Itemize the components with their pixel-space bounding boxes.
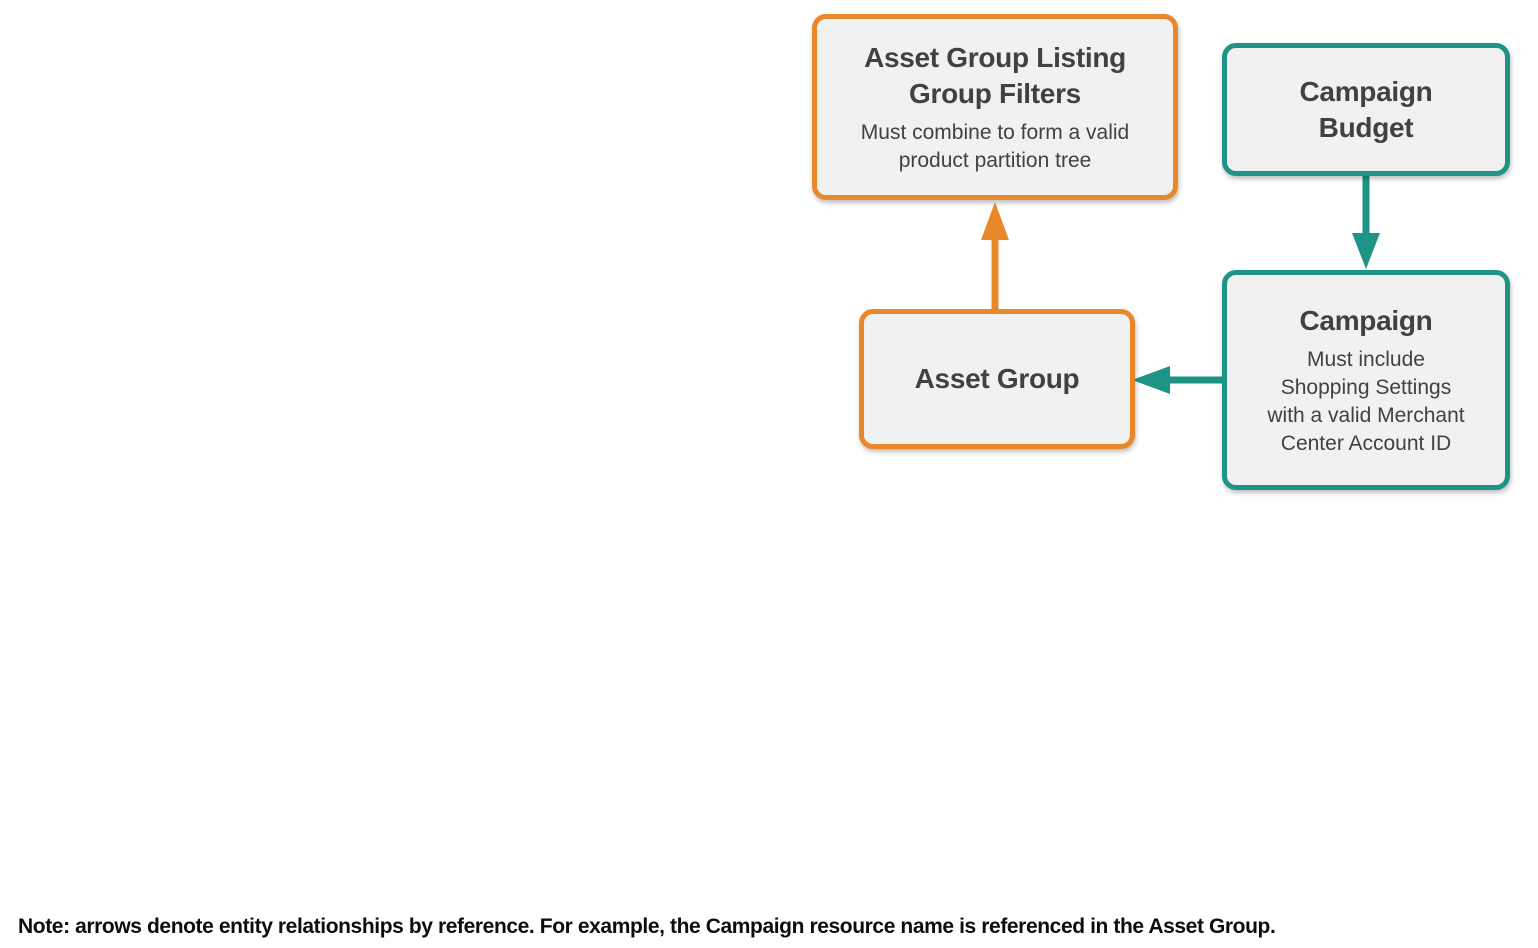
node-campaign-budget: Campaign Budget bbox=[1222, 43, 1510, 176]
arrow-campaign-budget-to-campaign bbox=[1352, 176, 1380, 269]
node-asset-group-listing-group-filters: Asset Group Listing Group Filters Must c… bbox=[812, 14, 1178, 200]
arrow-campaign-to-asset-group bbox=[1132, 366, 1222, 394]
node-title: Campaign Budget bbox=[1299, 75, 1433, 143]
node-title: Asset Group Listing Group Filters bbox=[864, 41, 1126, 109]
node-title: Campaign bbox=[1299, 304, 1433, 336]
node-subtitle: Must include Shopping Settings with a va… bbox=[1267, 347, 1465, 455]
footnote: Note: arrows denote entity relationships… bbox=[18, 915, 1276, 938]
node-asset-group: Asset Group bbox=[859, 309, 1135, 449]
arrow-asset-group-to-listing-filters bbox=[981, 202, 1009, 312]
node-campaign: Campaign Must include Shopping Settings … bbox=[1222, 270, 1510, 490]
node-title: Asset Group bbox=[914, 363, 1080, 394]
node-subtitle: Must combine to form a valid product par… bbox=[860, 120, 1130, 172]
